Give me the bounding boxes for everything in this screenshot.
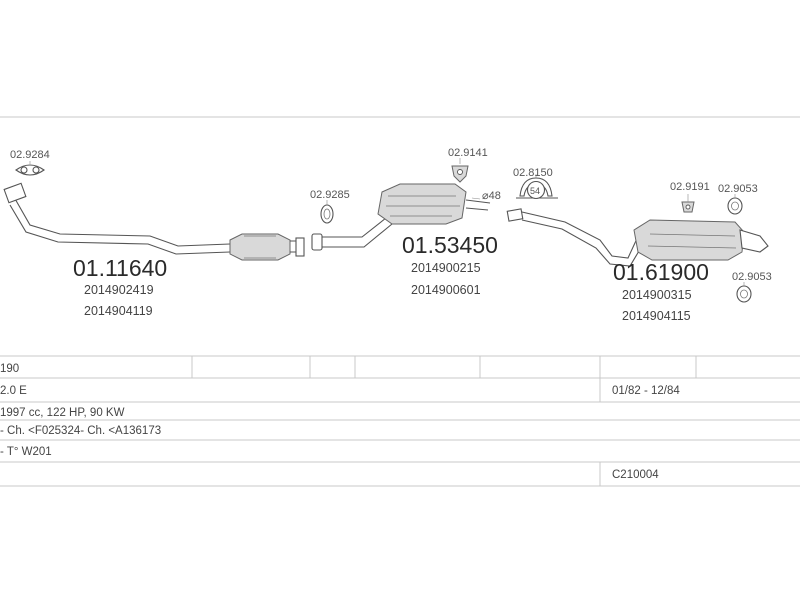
vehicle-model: 190: [0, 363, 19, 375]
ring-gasket-front-ref: 02.9285: [310, 189, 350, 201]
clamp-ref: 02.8150: [513, 167, 553, 179]
vehicle-specs: 1997 cc, 122 HP, 90 KW: [0, 407, 125, 419]
rubber-ring-b-ref: 02.9053: [732, 271, 772, 283]
rubber-ring-b-icon: [736, 285, 752, 303]
front-pipe-ref: 01.11640: [73, 255, 167, 281]
flange-gasket-icon: [15, 164, 45, 176]
rear-silencer-oem-1: 2014900315: [622, 288, 692, 302]
hanger-middle-icon: [451, 165, 469, 183]
rear-inlet-sleeve: [506, 208, 524, 222]
rear-silencer-part: [506, 208, 769, 267]
middle-silencer-oem-2: 2014900601: [411, 283, 481, 297]
clamp-icon: [516, 177, 558, 200]
middle-inlet-pipe: [322, 217, 393, 248]
leader-lines: [29, 158, 745, 286]
vehicle-table: [0, 355, 800, 487]
hanger-middle-ref: 02.9141: [448, 147, 488, 159]
hanger-rear-icon: [681, 201, 695, 213]
front-pipe-oem-2: 2014904119: [84, 304, 153, 318]
pipe-diameter: ⌀48: [482, 190, 501, 202]
middle-silencer-ref: 01.53450: [402, 232, 498, 258]
flange-gasket-ref: 02.9284: [10, 149, 50, 161]
clamp-size: 54: [530, 186, 540, 196]
rubber-ring-a-icon: [727, 197, 743, 215]
front-pipe-tube-outline: [9, 204, 231, 255]
rear-inlet-pipe: [521, 211, 643, 267]
flange-plate: [3, 182, 27, 204]
vehicle-code: C210004: [612, 469, 659, 481]
middle-inlet-ring: [311, 233, 323, 251]
front-pipe-part: [3, 182, 305, 261]
rear-tailpipe: [739, 229, 769, 253]
front-pipe-tube: [13, 196, 231, 247]
ring-gasket-front-icon: [320, 204, 334, 224]
vehicle-chassis: - Ch. <F025324- Ch. <A136173: [0, 425, 161, 437]
front-pipe-flange: [295, 237, 305, 257]
rear-silencer-ref: 01.61900: [613, 259, 709, 285]
middle-silencer-part: [311, 183, 491, 251]
vehicle-engine: 2.0 E: [0, 385, 27, 397]
rear-silencer-body: [633, 219, 745, 261]
vehicle-type: - T° W201: [0, 446, 52, 458]
front-pipe-oem-1: 2014902419: [84, 283, 154, 297]
middle-silencer-body: [377, 183, 467, 225]
catalytic-converter: [229, 233, 291, 261]
middle-silencer-oem-1: 2014900215: [411, 261, 481, 275]
rear-silencer-oem-2: 2014904115: [622, 309, 691, 323]
rubber-ring-a-ref: 02.9053: [718, 183, 758, 195]
vehicle-years: 01/82 - 12/84: [612, 385, 680, 397]
middle-outlet-pipe: [465, 199, 491, 211]
hanger-rear-ref: 02.9191: [670, 181, 710, 193]
